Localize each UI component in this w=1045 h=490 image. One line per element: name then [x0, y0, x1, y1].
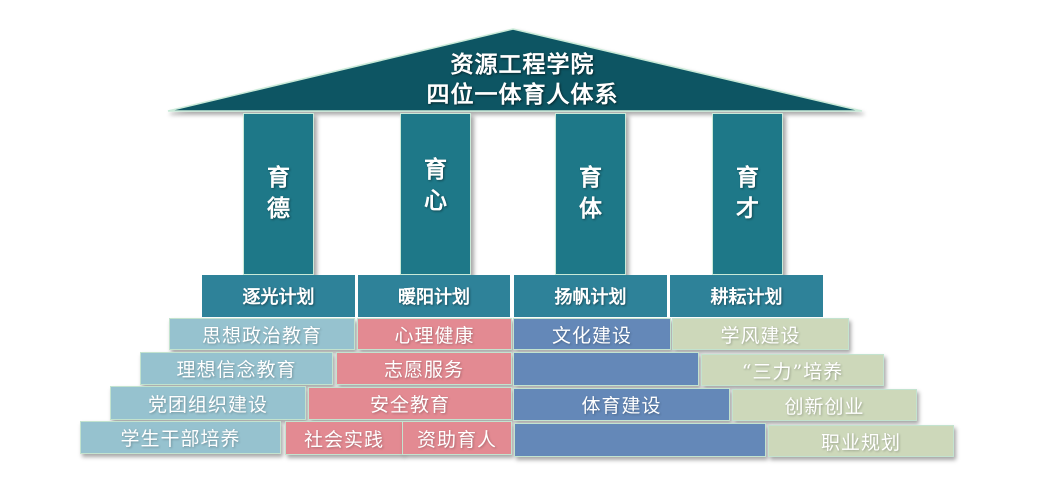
block-sports-building: 体育建设 [513, 388, 730, 421]
pillar-talent: 育 才 [712, 113, 783, 275]
block-social-practice: 社会实践 [285, 421, 403, 455]
roof [167, 28, 863, 112]
block-three-abilities: “三力”培养 [701, 354, 884, 386]
block-student-cadre-training: 学生干部培养 [80, 421, 281, 454]
roof-title-line1: 资源工程学院 [450, 52, 595, 78]
pillar-char: 育 [579, 165, 602, 191]
block-party-league-organization: 党团组织建设 [110, 386, 306, 420]
pillar-mind: 育 心 [400, 113, 471, 275]
block-culture-building: 文化建设 [513, 318, 671, 350]
plan-yangfan: 扬帆计划 [514, 275, 667, 317]
block-blank-sports-1 [513, 352, 699, 386]
block-safety-education: 安全教育 [308, 387, 512, 420]
block-innovation-entrepreneurship: 创新创业 [732, 389, 917, 421]
block-career-planning: 职业规划 [768, 425, 954, 457]
pillar-char: 德 [267, 196, 290, 222]
pillar-char: 育 [424, 157, 447, 183]
block-ideological-political-education: 思想政治教育 [169, 318, 355, 350]
plan-nuanyang: 暖阳计划 [358, 275, 510, 317]
plan-gengyun: 耕耘计划 [670, 275, 823, 317]
block-study-style: 学风建设 [672, 318, 849, 350]
pillar-char: 体 [579, 196, 602, 222]
pillar-moral: 育 德 [243, 113, 314, 275]
pillar-char: 心 [424, 188, 447, 214]
pillar-char: 才 [736, 196, 759, 222]
roof-shape [167, 28, 863, 112]
pillar-body: 育 体 [555, 113, 626, 275]
roof-title-line2: 四位一体育人体系 [426, 82, 619, 108]
pillar-char: 育 [736, 165, 759, 191]
block-mental-health: 心理健康 [357, 318, 512, 350]
plan-zhuguang: 逐光计划 [202, 275, 355, 317]
block-blank-sports-2 [514, 423, 766, 457]
block-ideals-beliefs-education: 理想信念教育 [140, 352, 333, 385]
block-financial-aid: 资助育人 [402, 421, 512, 455]
block-volunteer-service: 志愿服务 [336, 352, 512, 385]
pillar-char: 育 [267, 165, 290, 191]
